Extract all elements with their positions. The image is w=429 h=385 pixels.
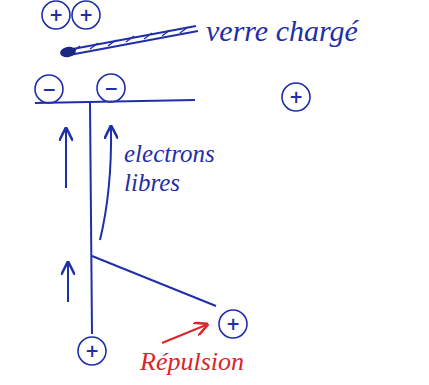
effect-label: Répulsion bbox=[140, 347, 280, 377]
charge-circle: − bbox=[33, 73, 65, 105]
charge-sign: − bbox=[33, 73, 65, 105]
charge-sign: + bbox=[70, 0, 102, 31]
conductor-wire bbox=[90, 103, 92, 334]
branch-wire bbox=[92, 256, 216, 306]
glass-rod bbox=[59, 26, 198, 58]
charge-circle: + bbox=[70, 0, 102, 31]
annotation-label: verre chargé bbox=[206, 14, 421, 49]
electron-arrow bbox=[67, 264, 69, 302]
repulsion-arrow bbox=[162, 325, 206, 343]
charge-sign: + bbox=[217, 308, 249, 340]
charge-sign: − bbox=[95, 72, 127, 104]
charge-sign: + bbox=[40, 0, 72, 31]
charge-circle: + bbox=[76, 335, 108, 367]
charge-circle: + bbox=[217, 308, 249, 340]
charge-sign: + bbox=[280, 81, 312, 113]
electron-arrow bbox=[65, 130, 67, 188]
charge-sign: + bbox=[76, 335, 108, 367]
charge-circle: + bbox=[40, 0, 72, 31]
charge-circle: + bbox=[280, 81, 312, 113]
annotation-label: electrons libres bbox=[124, 140, 242, 198]
charge-circle: − bbox=[95, 72, 127, 104]
electron-arrow bbox=[100, 128, 111, 240]
